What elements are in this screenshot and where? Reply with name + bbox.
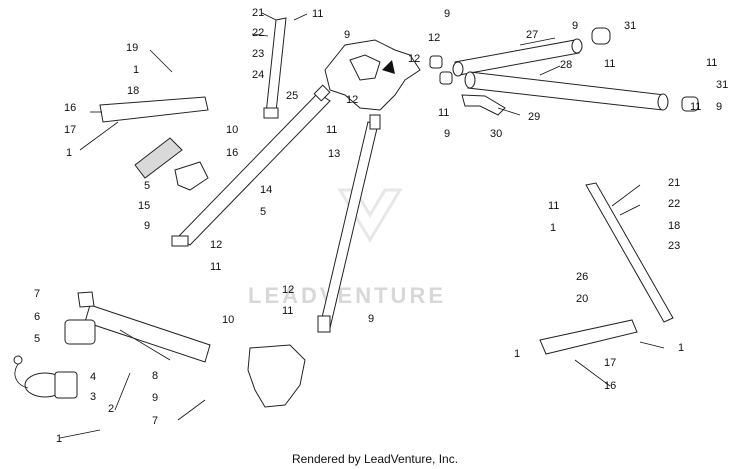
callout: 31 [716, 79, 728, 91]
callout: 11 [690, 101, 701, 113]
callout: 9 [572, 20, 578, 32]
callout: 7 [34, 288, 40, 300]
callout: 17 [604, 357, 616, 369]
callout: 13 [328, 148, 340, 160]
callout: 1 [550, 222, 556, 234]
callout: 22 [668, 198, 680, 210]
callout: 19 [126, 42, 138, 54]
callout-labels: 21 11 22 9 23 24 19 1 18 16 17 1 25 10 1… [34, 7, 728, 445]
callout: 23 [668, 240, 680, 252]
callout: 1 [133, 64, 139, 76]
callout: 21 [252, 7, 264, 19]
callout: 29 [528, 111, 540, 123]
callout: 1 [514, 348, 520, 360]
callout: 3 [90, 391, 96, 403]
leader-lines [59, 12, 665, 439]
callout: 1 [56, 433, 62, 445]
tube-13-left[interactable] [171, 84, 331, 247]
bushing-31-right[interactable] [681, 96, 699, 112]
tube-13-right[interactable] [317, 114, 381, 333]
callout: 11 [312, 8, 323, 20]
callout: 26 [576, 271, 588, 283]
callout: 21 [668, 177, 680, 189]
bushing-31-top[interactable] [591, 27, 611, 45]
callout: 18 [127, 85, 139, 97]
brace-22-right[interactable] [585, 182, 674, 323]
callout: 25 [286, 90, 298, 102]
callout: 10 [222, 314, 234, 326]
mount-bracket-bottom[interactable] [247, 344, 306, 408]
callout: 22 [252, 27, 264, 39]
callout: 9 [444, 8, 450, 20]
callout: 9 [344, 29, 350, 41]
callout: 8 [152, 370, 158, 382]
callout: 9 [368, 313, 374, 325]
callout: 10 [226, 124, 238, 136]
callout: 2 [108, 403, 114, 415]
frame-bracket-top[interactable] [324, 39, 421, 111]
callout: 5 [144, 180, 150, 192]
watermark-text: LEADVENTURE [248, 283, 446, 308]
callout: 5 [34, 333, 40, 345]
callout: 9 [444, 128, 450, 140]
callout: 16 [604, 380, 616, 392]
callout: 11 [282, 305, 293, 317]
callout: 12 [428, 32, 440, 44]
callout: 11 [706, 57, 717, 69]
callout: 15 [138, 200, 150, 212]
brace-17-left[interactable] [99, 96, 209, 123]
callout: 4 [90, 371, 96, 383]
callout: 11 [604, 58, 615, 70]
callout: 11 [326, 124, 337, 136]
callout: 12 [210, 239, 222, 251]
bushing-12[interactable] [429, 55, 453, 85]
callout: 9 [152, 392, 158, 404]
callout: 12 [346, 94, 358, 106]
callout: 9 [716, 101, 722, 113]
brace-22-upper[interactable] [263, 17, 287, 119]
callout: 24 [252, 69, 264, 81]
callout: 7 [152, 415, 158, 427]
callout: 11 [438, 107, 449, 119]
callout: 1 [678, 342, 684, 354]
footer-credit: Rendered by LeadVenture, Inc. [291, 452, 459, 466]
callout: 31 [624, 20, 636, 32]
callout: 11 [210, 261, 221, 273]
callout: 23 [252, 48, 264, 60]
actuator-assembly[interactable] [13, 319, 96, 399]
arrow-indicator-icon [382, 60, 395, 74]
callout: 27 [526, 29, 538, 41]
tube-28[interactable] [464, 71, 669, 111]
callout: 5 [260, 206, 266, 218]
callout: 16 [226, 147, 238, 159]
brace-17-right[interactable] [539, 319, 638, 355]
callout: 14 [260, 184, 272, 196]
callout: 12 [282, 284, 294, 296]
callout: 9 [144, 220, 150, 232]
callout: 20 [576, 293, 588, 305]
callout: 17 [64, 124, 76, 136]
callout: 28 [560, 59, 572, 71]
callout: 1 [66, 147, 72, 159]
callout: 6 [34, 311, 40, 323]
callout: 11 [548, 200, 559, 212]
callout: 12 [408, 53, 420, 65]
bracket-29[interactable] [461, 94, 506, 116]
callout: 16 [64, 102, 76, 114]
tube-8-lower[interactable] [77, 291, 211, 363]
module-15[interactable] [134, 137, 209, 191]
callout: 30 [490, 128, 502, 140]
callout: 18 [668, 220, 680, 232]
tube-27[interactable] [452, 38, 583, 77]
